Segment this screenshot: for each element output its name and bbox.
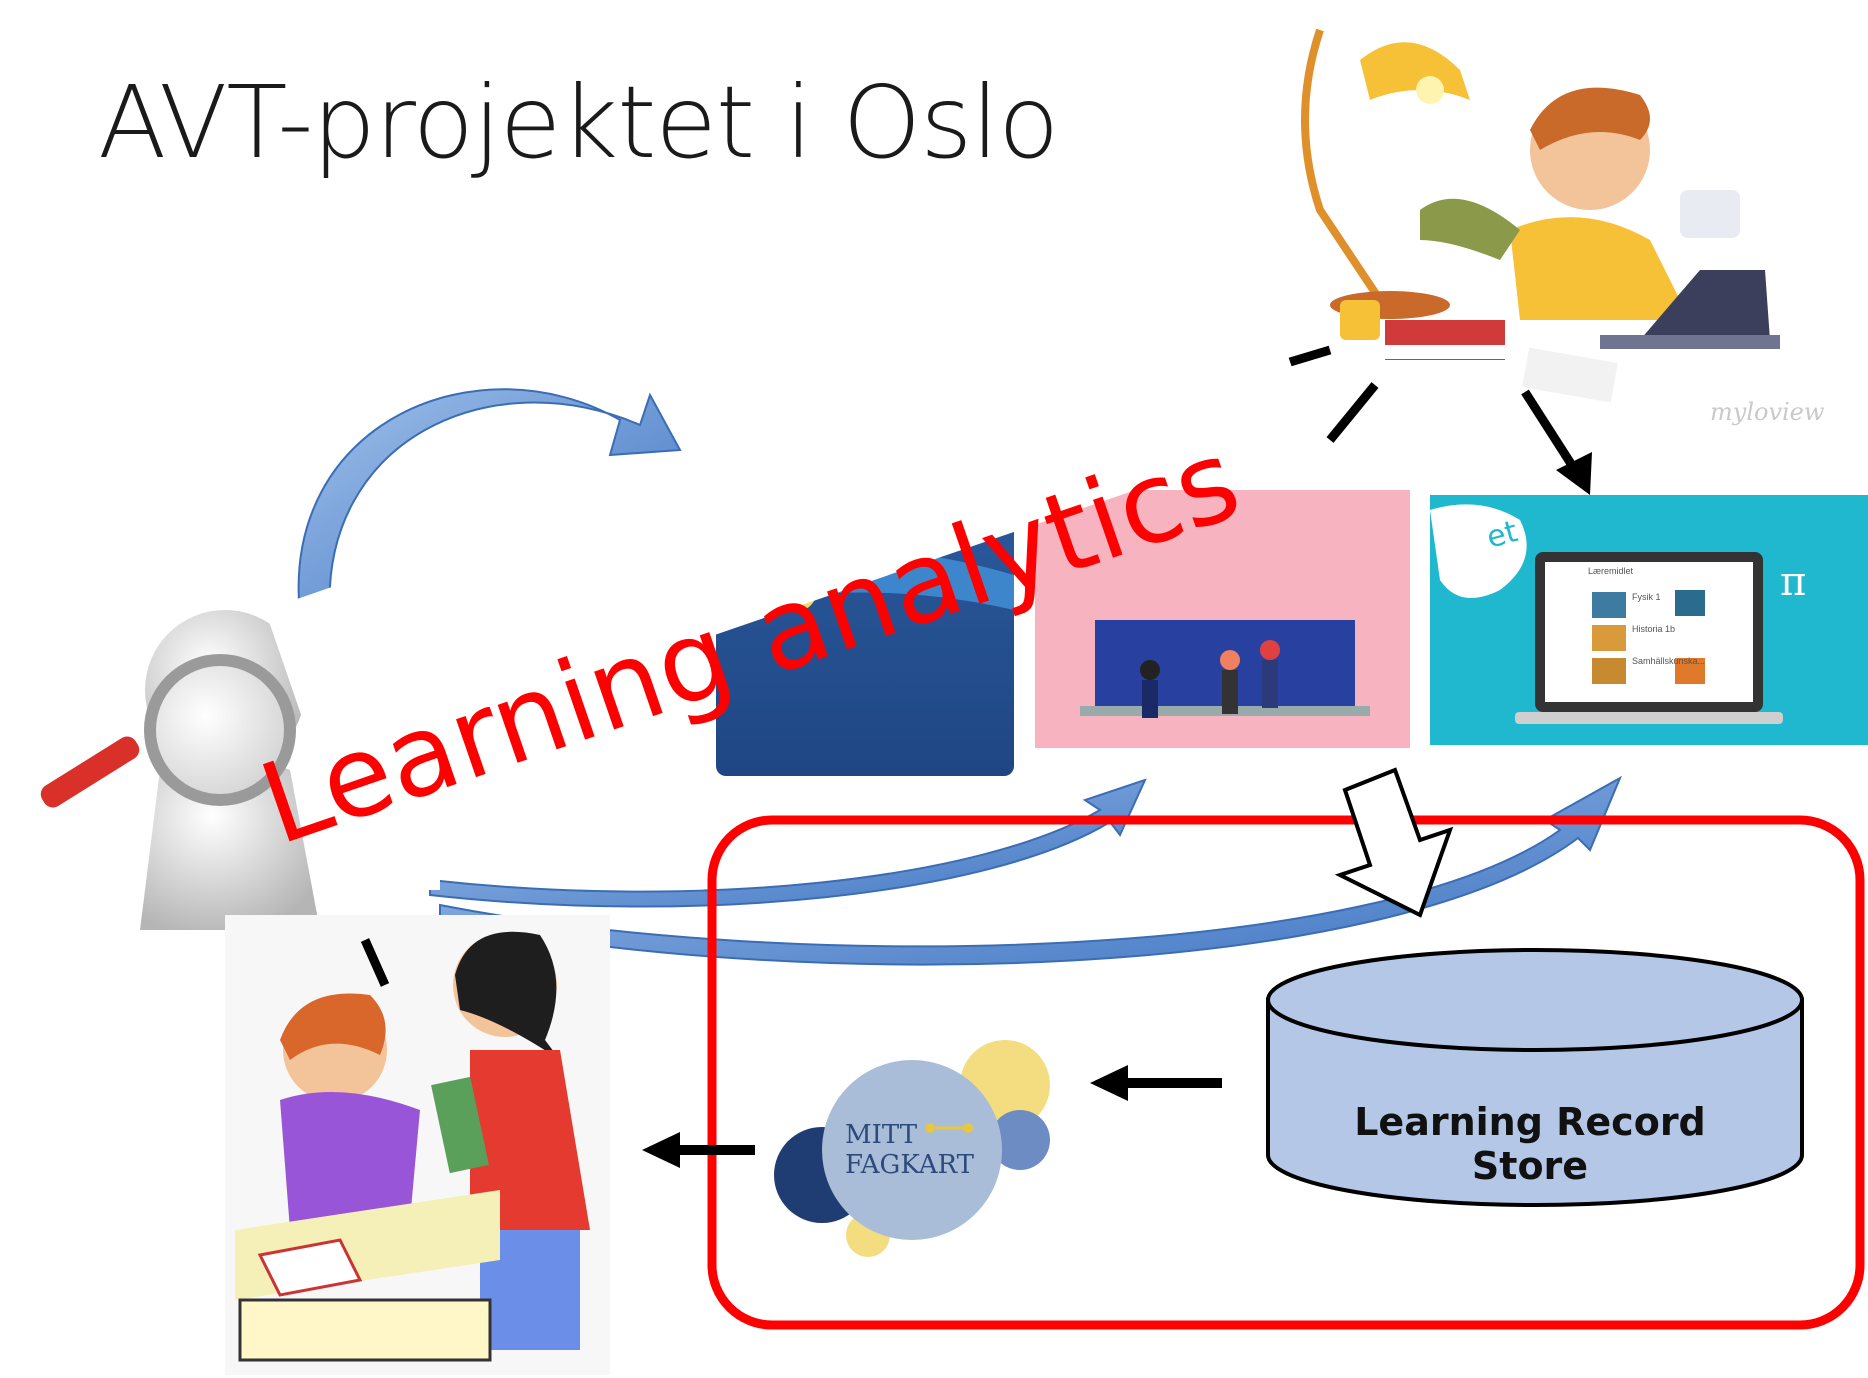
curved-arrow-bottom-1: [429, 778, 1147, 908]
hollow-arrow-to-lrs: [1334, 767, 1454, 918]
arrow-mittfagkart-to-teacher: [642, 1132, 755, 1168]
laptop-app-title: Læremidlet: [1588, 566, 1634, 576]
highlight-box: [707, 815, 1865, 1330]
laptop-book-2: Historia 1b: [1632, 624, 1675, 634]
mitt-fagkart-line1: MITT: [845, 1120, 918, 1150]
analyst-figure: [40, 610, 440, 930]
mitt-fagkart-text: MITT FAGKART: [845, 1120, 974, 1180]
pi-symbol: π: [1780, 559, 1806, 605]
slide-title: AVT-projektet i Oslo: [98, 64, 1059, 181]
laptop-book-3: Samhällskunska...: [1632, 656, 1705, 666]
laptop-book-1: Fysik 1: [1632, 592, 1661, 602]
teacher-student-clipart: [225, 915, 610, 1375]
arrow-lrs-to-mittfagkart: [1090, 1065, 1222, 1101]
pink-panel: [1035, 490, 1410, 748]
learning-record-store-label: Learning Record Store: [1354, 1100, 1706, 1188]
curved-arrow-top: [297, 388, 682, 616]
curved-arrow-bottom-2: [439, 775, 1623, 966]
stock-watermark: myloview: [1710, 398, 1825, 426]
mitt-fagkart-logo: [774, 1040, 1050, 1257]
arrow-student-to-middle: [1326, 382, 1379, 443]
teal-panel: Læremidlet Fysik 1 Historia 1b Samhällsk…: [1430, 495, 1868, 745]
student-illustration: [1301, 28, 1780, 403]
learning-record-store-db: [1266, 948, 1804, 1207]
arrow-student-to-teal: [1521, 389, 1592, 495]
mitt-fagkart-line2: FAGKART: [845, 1150, 974, 1180]
